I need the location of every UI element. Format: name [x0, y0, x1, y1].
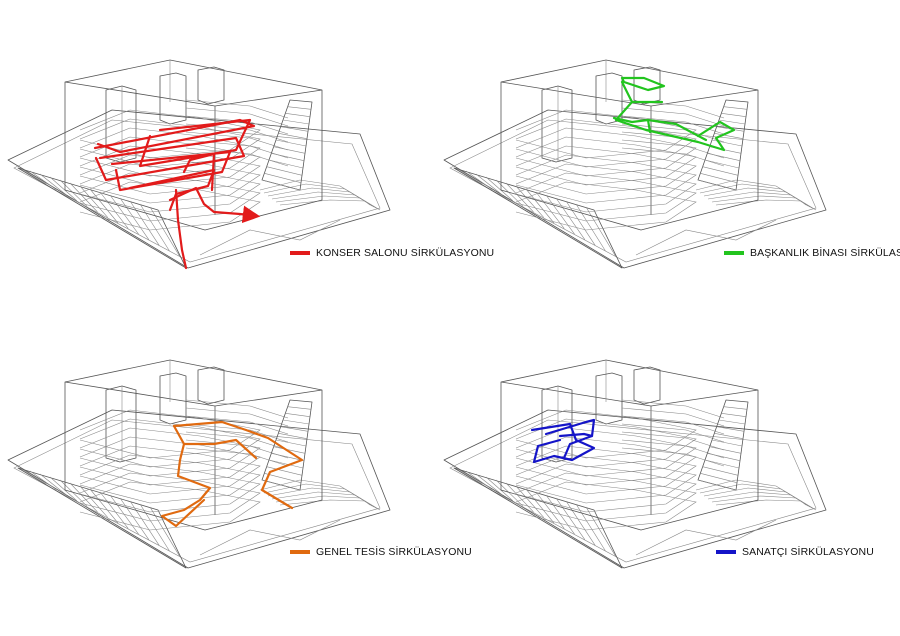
baskanlik-route-segment — [612, 116, 652, 134]
konser-route-segment — [138, 118, 252, 168]
site-platform-outline — [7, 109, 391, 269]
baskanlik-binasi-circulation-route — [612, 76, 736, 152]
site-platform-inner-edge — [13, 119, 381, 263]
sanatci-circulation-route — [530, 418, 596, 464]
sanatci-route-segment — [558, 432, 594, 438]
baskanlik-route-segment — [620, 76, 666, 92]
genel-route-segment — [182, 438, 258, 460]
legend-swatch-blue — [716, 550, 736, 554]
sanatci-route-segment — [530, 422, 596, 464]
legend-swatch-orange — [290, 550, 310, 554]
legend-swatch-green — [724, 251, 744, 255]
legend-baskanlik-binasi: BAŞKANLIK BİNASI SİRKÜLASYONU — [724, 247, 900, 259]
site-platform-outline — [443, 109, 827, 269]
panel-baskanlik-binasi — [436, 40, 876, 340]
konser-route-segment — [94, 136, 246, 182]
panel-sanatci — [436, 340, 876, 636]
legend-label: SANATÇI SİRKÜLASYONU — [742, 546, 874, 558]
site-platform-inner-edge — [449, 119, 817, 263]
building-axonometric — [7, 359, 391, 569]
site-platform-outline — [7, 409, 391, 569]
konser-salonu-circulation-route — [93, 118, 261, 270]
genel-route-segment — [172, 420, 304, 510]
legend-label: KONSER SALONU SİRKÜLASYONU — [316, 247, 495, 259]
genel-route-segment — [160, 424, 212, 528]
building-axonometric — [443, 59, 827, 269]
floor-plates — [515, 99, 725, 231]
slanted-facade — [261, 399, 313, 491]
legend-genel-tesis: GENEL TESİS SİRKÜLASYONU — [290, 546, 472, 558]
konser-route-segment — [93, 118, 256, 154]
glass-box-volume — [500, 359, 759, 531]
slanted-facade — [261, 99, 313, 191]
baskanlik-route-segment — [620, 80, 664, 104]
floor-plates — [515, 399, 725, 531]
legend-swatch-red — [290, 251, 310, 255]
site-platform-inner-edge — [449, 419, 817, 563]
baskanlik-route-segment — [646, 118, 708, 142]
site-platform-outline — [443, 409, 827, 569]
building-axonometric — [443, 359, 827, 569]
baskanlik-route-segment — [614, 100, 736, 152]
sanatci-route-segment — [544, 418, 596, 460]
legend-konser-salonu: KONSER SALONU SİRKÜLASYONU — [290, 247, 494, 259]
site-platform-inner-edge — [13, 419, 381, 563]
terrain-ridges — [199, 179, 381, 256]
glass-box-volume — [500, 59, 759, 231]
slanted-facade — [697, 399, 749, 491]
building-axonometric — [7, 59, 391, 269]
genel-tesis-circulation-route — [160, 420, 304, 528]
legend-label: BAŞKANLIK BİNASI SİRKÜLASYONU — [750, 247, 900, 259]
panel-konser-salonu — [0, 40, 440, 340]
legend-label: GENEL TESİS SİRKÜLASYONU — [316, 546, 472, 558]
legend-sanatci: SANATÇI SİRKÜLASYONU — [716, 546, 874, 558]
konser-route-segment — [182, 152, 216, 192]
konser-route-segment — [174, 188, 188, 270]
terrain-ridges — [199, 479, 381, 556]
slanted-facade — [697, 99, 749, 191]
konser-route-segment — [110, 150, 232, 192]
terrain-ridges — [635, 179, 817, 256]
floor-plates — [79, 399, 289, 531]
panel-genel-tesis — [0, 340, 440, 636]
konser-route-segment — [168, 186, 261, 224]
